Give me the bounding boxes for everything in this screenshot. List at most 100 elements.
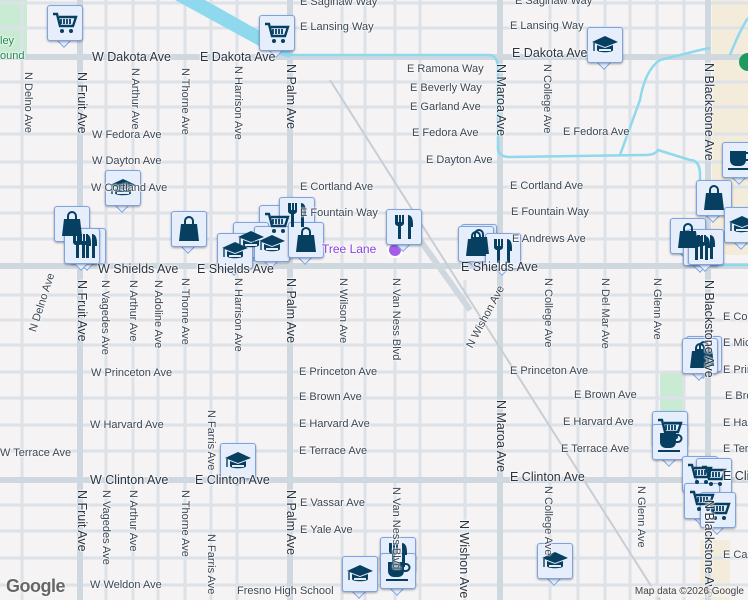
- street-label: N College Ave: [542, 486, 554, 556]
- shopping-marker[interactable]: [288, 222, 324, 266]
- street-label: E Fedora Ave: [412, 127, 479, 139]
- street-label: E Vassar Ave: [300, 497, 366, 509]
- shopping-marker[interactable]: [171, 211, 207, 255]
- street-label: N Blackstone Ave: [702, 280, 716, 378]
- poi-label[interactable]: Tree Lane: [322, 242, 377, 256]
- canal: [618, 46, 711, 156]
- street-label: E Ramona Way: [407, 63, 484, 75]
- street-label: N Blackstone Ave: [702, 500, 716, 598]
- school-icon: [105, 170, 141, 206]
- school-marker[interactable]: [342, 556, 378, 600]
- street-label: N Wilson Ave: [337, 278, 349, 344]
- street-label: E Michigan Ave: [723, 337, 748, 349]
- street-label: N Thorne Ave: [179, 490, 191, 557]
- street-label: N Arthur Ave: [127, 490, 139, 552]
- cafe-marker[interactable]: [722, 142, 748, 186]
- street-label: N Maroa Ave: [494, 400, 508, 473]
- street-label: E Princeton Ave: [723, 364, 748, 376]
- street-label: E Dakota Ave: [512, 46, 588, 60]
- street-label: W Clinton Ave: [90, 473, 169, 487]
- cafe-icon: [722, 142, 748, 178]
- restaurant-marker[interactable]: [386, 209, 422, 253]
- street-label: N Maroa Ave: [494, 64, 508, 137]
- street-label: W Terrace Ave: [0, 447, 72, 459]
- school-icon: [587, 27, 623, 63]
- street-label: E Terrace Ave: [723, 443, 748, 455]
- street-label: N Del Mar Ave: [599, 278, 611, 349]
- restaurant-icon: [386, 209, 422, 245]
- street-label: N Van Ness Blvd: [390, 278, 402, 361]
- grocery-marker[interactable]: [47, 5, 83, 49]
- street-label: N Thorne Ave: [179, 68, 191, 135]
- street-label: N Blackstone Ave: [702, 63, 716, 161]
- street-label: E Harvard Ave: [299, 418, 370, 430]
- park-label: ound: [0, 50, 25, 62]
- street-label: E Dayton Ave: [426, 154, 493, 166]
- street-label: E Shields Ave: [461, 260, 538, 274]
- street-label: W Cortland Ave: [91, 182, 168, 194]
- street-label: E Carmen Ave: [723, 549, 748, 561]
- park-label: ley: [0, 35, 15, 47]
- street-label: N Glenn Ave: [635, 486, 647, 548]
- street-label: W Shields Ave: [98, 262, 179, 276]
- street-label: W Weldon Ave: [90, 579, 162, 591]
- street-label: E Brown Ave: [299, 391, 362, 403]
- street-label: E Lansing Way: [510, 20, 584, 32]
- school-marker[interactable]: [587, 27, 623, 71]
- street-label: W Dakota Ave: [92, 50, 171, 64]
- street-label: E Shields Ave: [197, 262, 274, 276]
- grocery-marker[interactable]: [259, 15, 295, 59]
- street-label: E Brown Ave: [725, 390, 748, 402]
- school-icon: [220, 443, 256, 479]
- poi-pin-green[interactable]: [739, 53, 748, 71]
- grocery-icon: [47, 5, 83, 41]
- street-label: E Terrace Ave: [299, 445, 368, 457]
- street-label: E Harvard Ave: [723, 417, 748, 429]
- street-label: E Lansing Way: [300, 21, 374, 33]
- shopping-marker[interactable]: [54, 206, 90, 250]
- street-label: N Palm Ave: [284, 278, 298, 344]
- cafe-marker[interactable]: [380, 553, 416, 597]
- street-label: N Adoline Ave: [152, 280, 164, 349]
- street-label: N College Ave: [541, 64, 553, 134]
- street-label: N Harrison Ave: [232, 278, 244, 352]
- street-label: E Yale Ave: [300, 524, 353, 536]
- street-label: N Fruit Ave: [75, 72, 89, 134]
- grocery-marker[interactable]: [700, 492, 736, 536]
- school-icon: [724, 207, 748, 243]
- street-label: W Harvard Ave: [90, 419, 164, 431]
- street-label: E Clinton Ave: [195, 473, 270, 487]
- street-label: N Thorne Ave: [179, 278, 191, 345]
- street-label: N Glenn Ave: [651, 278, 663, 340]
- grocery-icon: [700, 492, 736, 528]
- shopping-icon: [288, 222, 324, 258]
- school-marker[interactable]: [724, 207, 748, 251]
- street-label: N Farris Ave: [205, 534, 217, 595]
- map-attribution[interactable]: Map data ©2026 Google: [634, 586, 744, 597]
- google-logo: Google: [6, 576, 66, 596]
- street-label: E Andrews Ave: [512, 233, 586, 245]
- street-label: E Harvard Ave: [563, 416, 634, 428]
- street-label: N Vagedes Ave: [99, 280, 111, 355]
- shopping-icon: [171, 211, 207, 247]
- street-label: N Van Ness Blvd: [390, 487, 402, 570]
- street-label: E Terrace Ave: [561, 443, 630, 455]
- street-label: E Clinton Ave: [723, 469, 748, 483]
- school-marker[interactable]: [220, 443, 256, 487]
- park-area: [660, 372, 684, 412]
- street-label: N Fruit Ave: [75, 490, 89, 552]
- school-icon: [342, 556, 378, 592]
- school-marker[interactable]: [105, 170, 141, 214]
- cafe-marker[interactable]: [652, 424, 688, 468]
- shopping-icon: [54, 206, 90, 242]
- school-marker[interactable]: [537, 543, 573, 587]
- street-label: N Palm Ave: [284, 64, 298, 130]
- street-label: E Beverly Way: [410, 82, 482, 94]
- street-label: W Dayton Ave: [92, 155, 162, 167]
- street-label: E Clinton Ave: [510, 470, 585, 484]
- street-label: N Arthur Ave: [129, 68, 141, 130]
- cafe-icon: [652, 424, 688, 460]
